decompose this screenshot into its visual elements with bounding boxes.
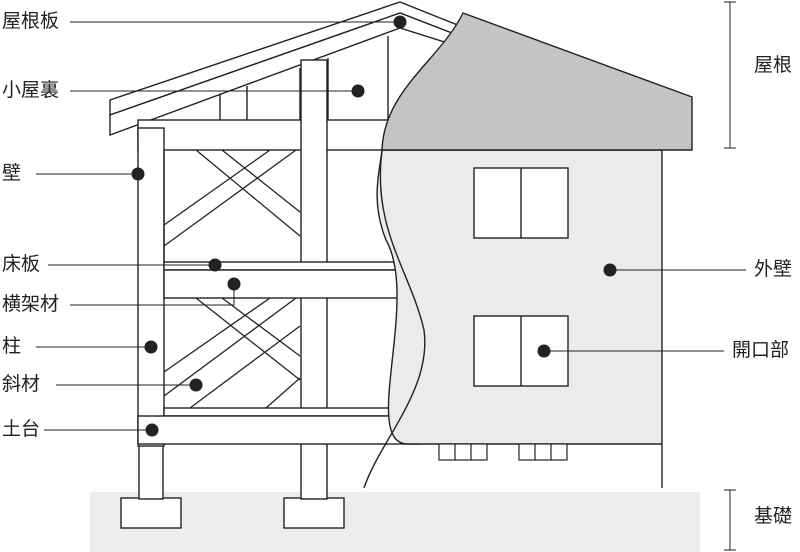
label-column: 柱 [2,335,22,357]
label-attic: 小屋裏 [2,79,60,101]
label-opening: 開口部 [732,339,790,361]
label-roof-board: 屋根板 [2,10,60,32]
ground-area [90,492,700,552]
label-brace: 斜材 [2,373,41,395]
callout-dots [131,15,617,437]
label-sill: 土台 [2,418,41,440]
exterior-wall-surface [376,149,663,445]
foundation-vents [438,443,568,461]
leader-lines [36,1,746,551]
frame-skeleton [109,1,471,447]
roof-surface [381,12,693,151]
label-roof: 屋根 [754,54,793,76]
label-floor-board: 床板 [2,253,41,275]
label-wall: 壁 [2,162,22,184]
label-exterior-wall: 外壁 [754,258,793,280]
label-foundation: 基礎 [754,505,793,527]
label-cross-beam: 横架材 [2,293,60,315]
cutaway-edge [363,149,426,489]
footings [120,442,345,529]
